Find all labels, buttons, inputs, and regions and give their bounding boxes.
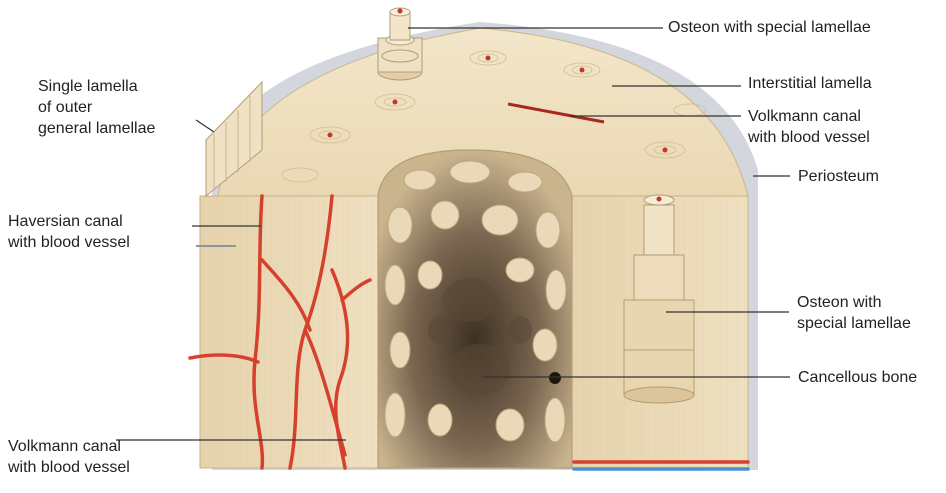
label-text: of outer — [38, 99, 93, 116]
label-periosteum: Periosteum — [798, 166, 879, 187]
outer-lamella-flap — [205, 80, 263, 198]
label-text: with blood vessel — [748, 129, 870, 146]
label-text: Volkmann canal — [748, 108, 861, 125]
label-single-lamella: Single lamella of outer general lamellae — [38, 76, 155, 139]
osteon-top-cylinder — [377, 7, 423, 81]
label-text: Cancellous bone — [798, 369, 918, 386]
label-haversian-canal: Haversian canal with blood vessel — [8, 211, 130, 253]
cancellous-pores — [428, 278, 532, 396]
label-text: Osteon with special lamellae — [668, 19, 871, 36]
blood-vessels-bottom — [572, 460, 750, 471]
compact-bone-left-texture — [200, 196, 378, 468]
label-text: Periosteum — [798, 168, 879, 185]
label-text: Interstitial lamella — [748, 75, 872, 92]
label-text: general lamellae — [38, 120, 156, 137]
osteon-side-cylinder — [623, 194, 695, 404]
label-text: Osteon with — [797, 294, 882, 311]
label-volkmann-canal-top: Volkmann canal with blood vessel — [748, 106, 870, 148]
label-text: with blood vessel — [8, 459, 130, 476]
osteon-centers — [327, 55, 668, 153]
label-text: Volkmann canal — [8, 438, 121, 455]
cancellous-dark-spot — [549, 372, 561, 384]
label-text: Single lamella — [38, 78, 138, 95]
label-text: Haversian canal — [8, 213, 123, 230]
osteon-rings — [281, 50, 707, 183]
label-cancellous-bone: Cancellous bone — [798, 367, 917, 388]
label-osteon-side: Osteon with special lamellae — [797, 292, 911, 334]
label-text: with blood vessel — [8, 234, 130, 251]
volkmann-canal-top — [507, 102, 605, 124]
blood-vessels-left — [188, 194, 372, 470]
cancellous-trabeculae — [384, 160, 567, 443]
label-volkmann-canal-bottom: Volkmann canal with blood vessel — [8, 436, 130, 478]
label-interstitial-lamella: Interstitial lamella — [748, 73, 872, 94]
leader-single-lamella — [195, 119, 215, 133]
leader-lines — [116, 27, 790, 441]
label-text: special lamellae — [797, 315, 911, 332]
label-osteon-top: Osteon with special lamellae — [668, 17, 871, 38]
